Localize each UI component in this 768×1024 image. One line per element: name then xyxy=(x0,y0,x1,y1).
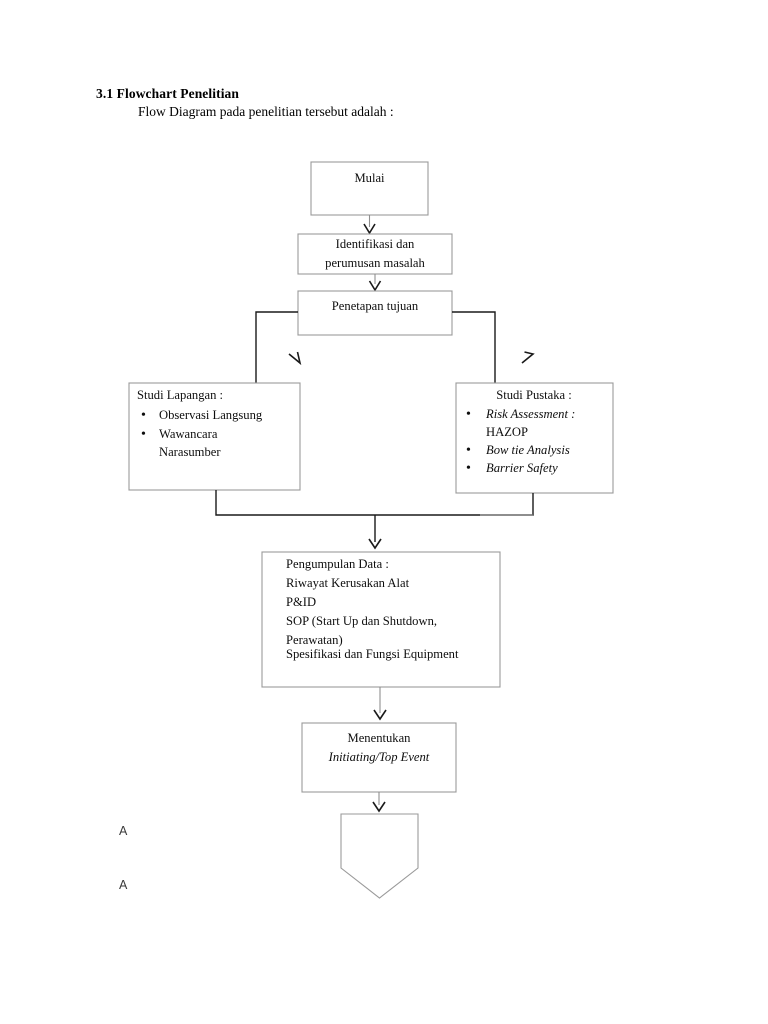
connector-label-a-top: A xyxy=(119,824,128,838)
flow-node-studi-lapangan-title: Studi Lapangan : xyxy=(137,388,223,402)
flow-node-studi-pustaka-bullet-1: Risk Assessment : xyxy=(485,407,575,421)
flow-node-menentukan-line-1: Menentukan xyxy=(348,731,412,745)
flow-node-identifikasi-box xyxy=(297,233,453,275)
connector-pengumpulan-to-menentukan xyxy=(373,687,387,721)
connector-penetapan-to-studi-lapangan xyxy=(255,311,302,383)
flow-node-mulai-box xyxy=(310,161,429,216)
flow-node-studi-pustaka-title: Studi Pustaka : xyxy=(496,388,572,402)
flow-node-studi-pustaka-bullet-3: Barrier Safety xyxy=(486,461,558,475)
bullet-marker: • xyxy=(466,407,471,422)
flow-node-studi-pustaka-bullet-1-cont: HAZOP xyxy=(486,425,528,439)
flow-node-identifikasi[interactable]: Identifikasi dan perumusan masalah xyxy=(297,233,453,275)
page-heading-subtitle: Flow Diagram pada penelitian tersebut ad… xyxy=(138,104,394,119)
flow-node-studi-lapangan-box xyxy=(128,382,301,491)
bullet-marker: • xyxy=(141,427,146,442)
connector-penetapan-to-studi-pustaka xyxy=(452,311,535,383)
flow-node-studi-pustaka[interactable]: Studi Pustaka : • Risk Assessment : HAZO… xyxy=(455,382,614,494)
flow-node-identifikasi-line-2: perumusan masalah xyxy=(325,256,425,270)
flow-node-studi-lapangan-bullet-2: Wawancara xyxy=(159,427,218,441)
bullet-marker: • xyxy=(466,443,471,458)
flow-node-pengumpulan-data[interactable]: Pengumpulan Data : Riwayat Kerusakan Ala… xyxy=(261,551,501,688)
page-heading-number: 3.1 Flowchart Penelitian xyxy=(96,86,240,101)
flow-node-pengumpulan-data-line-5: Perawatan) xyxy=(286,633,343,647)
flow-node-penetapan-tujuan-box xyxy=(297,290,453,336)
connector-identifikasi-to-penetapan xyxy=(368,274,382,292)
flow-node-pengumpulan-data-line-3: P&ID xyxy=(286,595,316,609)
flow-node-offpage-connector[interactable] xyxy=(340,813,419,899)
flow-node-pengumpulan-data-line-1: Pengumpulan Data : xyxy=(286,557,389,571)
flow-node-pengumpulan-data-line-4: SOP (Start Up dan Shutdown, xyxy=(286,614,437,628)
flow-node-studi-pustaka-box xyxy=(455,382,614,494)
flow-node-identifikasi-line-1: Identifikasi dan xyxy=(336,237,415,251)
connector-studi-merge-to-pengumpulan xyxy=(215,490,534,550)
flow-node-pengumpulan-data-line-6: Spesifikasi dan Fungsi Equipment xyxy=(286,647,459,661)
flow-node-pengumpulan-data-line-2: Riwayat Kerusakan Alat xyxy=(286,576,410,590)
flow-node-menentukan[interactable]: Menentukan Initiating/Top Event xyxy=(301,722,457,793)
flow-node-menentukan-line-2: Initiating/Top Event xyxy=(328,750,430,764)
connector-label-a-bottom: A xyxy=(119,878,128,892)
flow-node-menentukan-box xyxy=(301,722,457,793)
flow-node-mulai[interactable]: Mulai xyxy=(310,161,429,216)
flow-node-studi-lapangan-bullet-1: Observasi Langsung xyxy=(159,408,263,422)
connector-mulai-to-identifikasi xyxy=(363,215,376,235)
connector-menentukan-to-offpage xyxy=(372,792,386,813)
flow-node-studi-lapangan-bullet-2-cont: Narasumber xyxy=(159,445,221,459)
flow-node-offpage-connector-shape xyxy=(340,813,419,899)
bullet-marker: • xyxy=(466,461,471,476)
flow-node-penetapan-tujuan[interactable]: Penetapan tujuan xyxy=(297,290,453,336)
bullet-marker: • xyxy=(141,408,146,423)
flow-node-pengumpulan-data-box xyxy=(261,551,501,688)
flow-node-penetapan-tujuan-label: Penetapan tujuan xyxy=(332,299,419,313)
flow-node-mulai-label: Mulai xyxy=(354,171,385,185)
flow-node-studi-lapangan[interactable]: Studi Lapangan : • Observasi Langsung • … xyxy=(128,382,301,491)
flow-node-studi-pustaka-bullet-2: Bow tie Analysis xyxy=(486,443,570,457)
